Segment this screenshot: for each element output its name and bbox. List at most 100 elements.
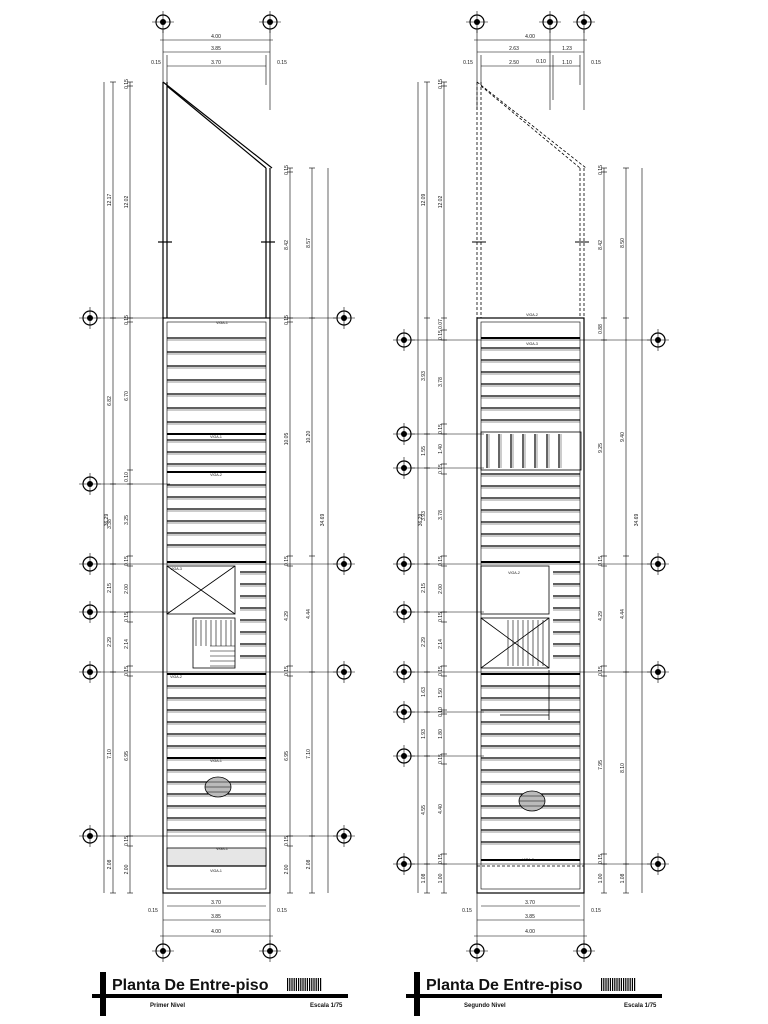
- left-dim-outer: 2.15: [421, 583, 427, 593]
- title-bar: [616, 978, 618, 991]
- left-dim-inner: 3.78: [438, 510, 444, 520]
- left-dim-outer: 1.93: [421, 729, 427, 739]
- bottom-dim-wall-right: 0.15: [591, 908, 601, 914]
- axis-bubble: [152, 940, 174, 962]
- left-dim-inner: 0.15: [124, 556, 130, 566]
- right-dim-inner: 7.95: [598, 760, 604, 770]
- side-dimensions: 12.176.823.382.152.297.102.080.1512.020.…: [103, 79, 329, 894]
- plan-scale: Escala 1/75: [310, 1003, 343, 1009]
- top-dimensions: [474, 30, 587, 110]
- axis-bubble: [79, 473, 101, 495]
- left-dim-inner: 0.15: [438, 556, 444, 566]
- axis-bubble: [259, 940, 281, 962]
- left-dim-inner: 2.00: [124, 864, 130, 874]
- left-dim-inner: 6.95: [124, 751, 130, 761]
- top-dim-split: 1.10: [562, 60, 572, 66]
- axis-bubble: [79, 825, 101, 847]
- plan-title: Planta De Entre-piso: [426, 977, 583, 994]
- stair-treads: [195, 620, 235, 667]
- left-dim-outer: 12.09: [421, 194, 427, 207]
- right-dim-inner: 6.95: [284, 751, 290, 761]
- bottom-dim-inner: 3.85: [211, 914, 221, 920]
- left-dim-inner: 2.00: [124, 584, 130, 594]
- title-bar: [298, 978, 300, 991]
- title-bar: [620, 978, 622, 991]
- right-dim-inner: 0.15: [598, 556, 604, 566]
- axis-bubble: [647, 661, 669, 683]
- title-barcode: [601, 978, 636, 991]
- beam-label: VIGA-2: [526, 313, 538, 317]
- top-dim-wall-left: 0.15: [151, 60, 161, 66]
- title-bar: [614, 978, 616, 991]
- axis-bubble: [79, 553, 101, 575]
- right-dim-inner: 0.15: [284, 315, 290, 325]
- stair-void-area: [480, 431, 582, 720]
- upper-void-outline: [158, 81, 275, 318]
- beam-label: VIGA-1: [216, 847, 228, 851]
- title-bar: [629, 978, 631, 991]
- axis-bubble: [539, 11, 561, 33]
- left-dim-inner: 12.02: [438, 196, 444, 209]
- axis-bubble: [393, 423, 415, 445]
- horizontal-axes: [79, 307, 355, 847]
- left-dim-inner: 1.40: [438, 444, 444, 454]
- title-bar: [306, 978, 308, 991]
- right-dim-inner: 0.15: [284, 165, 290, 175]
- title-bar: [304, 978, 306, 991]
- title-block: [92, 972, 348, 1016]
- right-dim-outer: 4.44: [306, 609, 312, 619]
- beam-label: VIGA-2: [170, 675, 182, 679]
- axis-bubble: [393, 701, 415, 723]
- title-bar: [603, 978, 605, 991]
- title-bar: [618, 978, 620, 991]
- right-dim-inner: 0.15: [598, 165, 604, 175]
- title-bar: [315, 978, 317, 991]
- slab-opening-hatch: [204, 776, 232, 798]
- beam-label: VIGA-2: [508, 571, 520, 575]
- right-dim-inner: 1.00: [598, 873, 604, 883]
- title-bar: [627, 978, 629, 991]
- left-dim-inner: 2.14: [438, 639, 444, 649]
- left-dim-inner: 4.40: [438, 804, 444, 814]
- beam-label: VIGA-3: [526, 342, 538, 346]
- side-dimensions: 12.093.931.553.932.152.291.631.934.551.0…: [417, 79, 643, 894]
- title-bar: [295, 978, 297, 991]
- plan-primer-nivel: 4.00 3.85 3.70 0.15 0.15: [79, 11, 355, 1016]
- title-bar: [309, 978, 311, 991]
- left-dim-outer: 7.10: [107, 749, 113, 759]
- left-dim-inner: 2.14: [124, 639, 130, 649]
- axis-bubble: [393, 329, 415, 351]
- beam-label: VIGA-1: [210, 759, 222, 763]
- left-dim-outer: 6.82: [107, 396, 113, 406]
- right-dim-total: 34.69: [634, 514, 640, 527]
- title-bar: [287, 978, 289, 991]
- right-dim-inner: 4.29: [598, 611, 604, 621]
- beam-label: VIGA-3: [170, 567, 182, 571]
- beam-label: VIGA-2: [522, 858, 534, 862]
- bottom-dim-overall: 4.00: [211, 929, 221, 935]
- axis-bubble: [393, 457, 415, 479]
- bottom-dim-wall-left: 0.15: [148, 908, 158, 914]
- axis-bubble: [333, 661, 355, 683]
- axis-bubble: [333, 307, 355, 329]
- left-dim-inner: 2.00: [438, 584, 444, 594]
- right-dim-inner: 0.15: [284, 666, 290, 676]
- left-dim-outer: 1.08: [421, 873, 427, 883]
- plan-subtitle: Segundo Nivel: [464, 1003, 506, 1009]
- stair-void-area: [166, 565, 236, 669]
- title-barcode: [287, 978, 322, 991]
- left-dim-inner: 1.00: [438, 873, 444, 883]
- right-dim-outer: 7.10: [306, 749, 312, 759]
- joist-group: [167, 337, 266, 833]
- right-dim-inner: 0.15: [284, 836, 290, 846]
- title-bar: [601, 978, 603, 991]
- bottom-dim-overall: 4.00: [525, 929, 535, 935]
- title-bar: [625, 978, 627, 991]
- axis-bubble: [647, 329, 669, 351]
- joist-group: [481, 337, 580, 861]
- axis-bubble: [573, 11, 595, 33]
- bottom-dim-wall-right: 0.15: [277, 908, 287, 914]
- right-dim-inner: 0.15: [284, 556, 290, 566]
- axis-bubble: [393, 745, 415, 767]
- axis-bubble: [466, 11, 488, 33]
